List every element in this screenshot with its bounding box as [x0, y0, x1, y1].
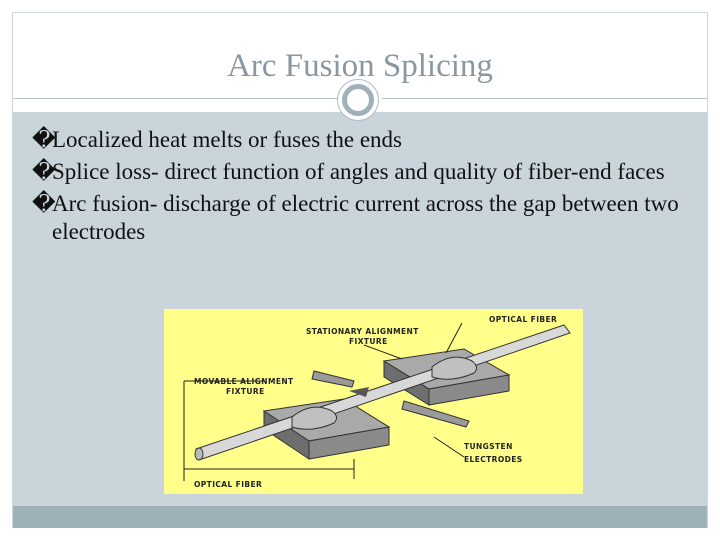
bullet-glyph-icon: �: [32, 159, 56, 184]
bullet-text-2: Splice loss- direct function of angles a…: [52, 159, 665, 184]
slide-title: Arc Fusion Splicing: [227, 48, 493, 84]
tungsten-electrode-lower: [401, 400, 470, 428]
label-optical-fiber-top: OPTICAL FIBER: [489, 315, 557, 324]
decorative-ring-icon: [337, 79, 379, 121]
leader-stationary: [363, 344, 403, 360]
movable-fixture-front-face: [308, 426, 390, 460]
label-tungsten-line2: ELECTRODES: [464, 455, 523, 464]
label-stationary-line2: FIXTURE: [349, 337, 388, 346]
title-divider-left: [13, 98, 338, 99]
electrode-tip: [349, 387, 369, 397]
bullet-list: � Localized heat melts or fuses the ends…: [32, 126, 692, 250]
splicing-diagram: OPTICAL FIBER STATIONARY ALIGNMENT FIXTU…: [164, 309, 583, 494]
label-tungsten-line1: TUNGSTEN: [464, 442, 513, 451]
splicing-diagram-svg: OPTICAL FIBER STATIONARY ALIGNMENT FIXTU…: [183, 315, 571, 489]
bullet-glyph-icon: �: [32, 191, 56, 216]
decorative-ring-inner: [342, 84, 374, 116]
label-movable-line2: FIXTURE: [226, 387, 265, 396]
label-movable-line1: MOVABLE ALIGNMENT: [194, 377, 294, 386]
tungsten-electrode-upper: [311, 370, 355, 388]
leader-tungsten: [433, 436, 465, 458]
bullet-item-2: � Splice loss- direct function of angles…: [32, 158, 692, 186]
footer-bar: [13, 506, 707, 528]
stationary-clamp: [431, 356, 478, 380]
bullet-text-1: Localized heat melts or fuses the ends: [52, 127, 402, 152]
label-optical-fiber-bottom: OPTICAL FIBER: [194, 480, 262, 489]
bullet-glyph-icon: �: [32, 127, 56, 152]
bullet-item-3: � Arc fusion- discharge of electric curr…: [32, 190, 692, 246]
bullet-text-3: Arc fusion- discharge of electric curren…: [52, 191, 679, 244]
leader-optical-fiber-top: [445, 322, 463, 354]
fiber-end-left: [194, 447, 204, 461]
title-divider-right: [382, 98, 707, 99]
stationary-fixture-front-face: [428, 374, 510, 406]
movable-clamp: [291, 406, 338, 430]
label-stationary-line1: STATIONARY ALIGNMENT: [306, 327, 419, 336]
bullet-item-1: � Localized heat melts or fuses the ends: [32, 126, 692, 154]
